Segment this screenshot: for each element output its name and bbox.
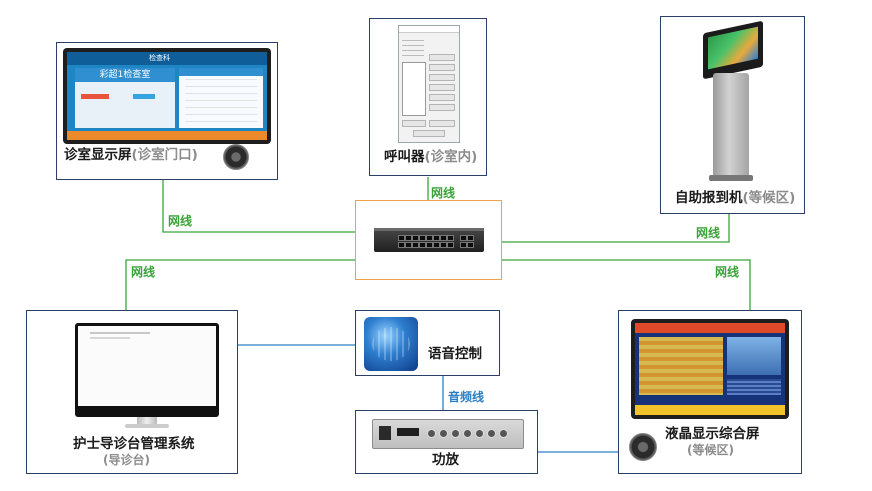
room-display-screen-image: 检查科 彩超1检查室 (63, 48, 271, 144)
nurse-station-box: 护士导诊台管理系统 (导诊台) (26, 310, 238, 474)
net-line-lcd (502, 259, 751, 310)
speaker-icon (629, 433, 657, 461)
voice-control-label: 语音控制 (428, 346, 482, 362)
caller-window-image (398, 25, 460, 143)
room-display-box: 检查科 彩超1检查室 诊室显示屏(诊室门口) (56, 42, 278, 180)
voice-control-icon (364, 317, 418, 371)
screen-room-text: 彩超1检查室 (75, 68, 175, 82)
room-display-label: 诊室显示屏(诊室门口) (64, 147, 198, 163)
nurse-station-label: 护士导诊台管理系统 (73, 436, 195, 452)
amplifier-label: 功放 (432, 452, 459, 468)
speaker-icon (223, 144, 249, 170)
monitor-image (75, 323, 219, 417)
link-label-nurse: 网线 (131, 265, 156, 279)
network-switch-icon (374, 228, 484, 252)
kiosk-image (699, 20, 769, 183)
net-line-room-display (162, 180, 355, 233)
lcd-screen-sub: (等候区) (687, 443, 734, 457)
lcd-screen-image (631, 319, 789, 419)
amplifier-box: 功放 (355, 410, 538, 474)
link-label-lcd: 网线 (715, 265, 740, 279)
screen-title-text: 检查科 (149, 54, 170, 62)
lcd-screen-label: 液晶显示综合屏 (665, 426, 760, 442)
caller-box: 呼叫器(诊室内) (369, 18, 487, 176)
link-label-kiosk: 网线 (696, 226, 721, 240)
kiosk-label: 自助报到机(等候区) (675, 190, 796, 206)
net-line-nurse (125, 259, 355, 310)
kiosk-box: 自助报到机(等候区) (660, 16, 805, 214)
link-label-room-display: 网线 (168, 214, 193, 228)
caller-label: 呼叫器(诊室内) (384, 149, 478, 165)
amplifier-image (372, 419, 524, 449)
lcd-screen-box: 液晶显示综合屏 (等候区) (618, 310, 802, 474)
net-line-kiosk (502, 214, 730, 243)
nurse-station-sub: (导诊台) (103, 453, 150, 467)
switch-box (355, 200, 502, 280)
link-label-audio: 音频线 (448, 390, 485, 404)
link-label-caller: 网线 (431, 186, 456, 200)
voice-control-box: 语音控制 (355, 310, 500, 376)
